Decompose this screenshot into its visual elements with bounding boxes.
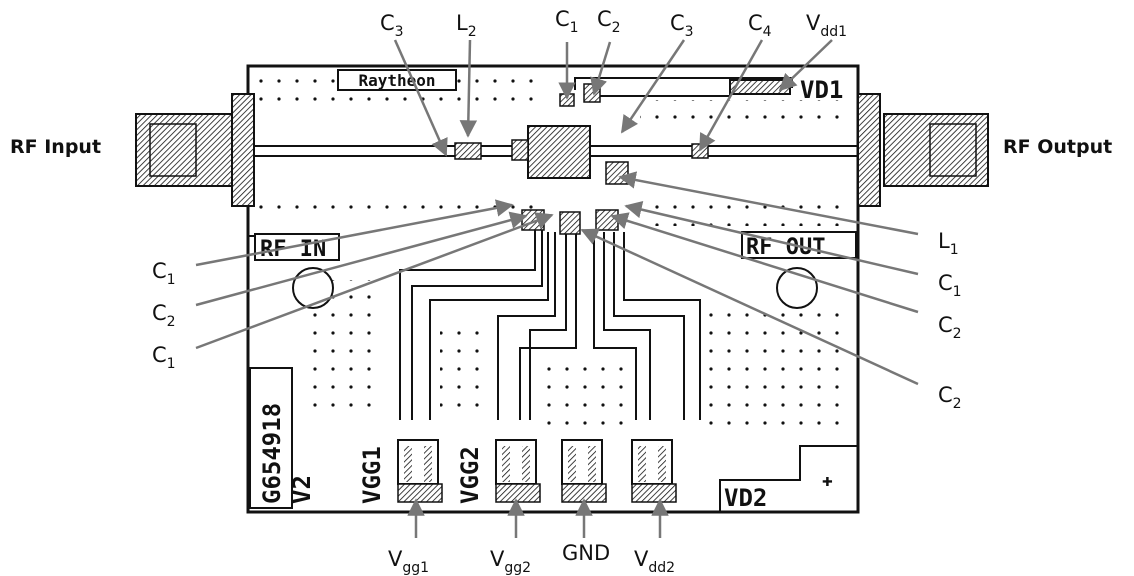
callout-bottom-vgg2: Vgg2 bbox=[490, 547, 531, 576]
part-number-box bbox=[249, 367, 293, 509]
capacitor-c2-bias bbox=[595, 209, 619, 231]
capacitor-c2-top bbox=[583, 83, 601, 103]
via-field bbox=[700, 300, 850, 430]
callout-bottom-gnd: GND bbox=[562, 541, 610, 565]
capacitor-c4 bbox=[691, 143, 709, 159]
silk-vgg1: VGG1 bbox=[358, 446, 386, 504]
pad-vdd2 bbox=[631, 439, 677, 503]
plus-icon: ✚ bbox=[822, 470, 833, 491]
mmic-chip bbox=[527, 125, 591, 179]
rf-input-connector bbox=[135, 93, 255, 207]
callout-bottom-vdd2: Vdd2 bbox=[634, 547, 675, 576]
inductor-l1 bbox=[605, 161, 629, 185]
rf-input-label: RF Input bbox=[10, 136, 102, 158]
via-field bbox=[540, 360, 630, 430]
callout-top-l2: L2 bbox=[456, 11, 477, 40]
pad-vgg1 bbox=[397, 439, 443, 503]
logo-box bbox=[337, 69, 457, 91]
mounting-hole bbox=[292, 267, 334, 309]
silk-vd2: VD2 bbox=[724, 484, 767, 512]
silk-rf-in: RF IN bbox=[260, 237, 326, 262]
pad-gnd bbox=[561, 439, 607, 503]
rf-output-label: RF Output bbox=[1003, 136, 1113, 158]
callout-right-l1: L1 bbox=[938, 229, 959, 258]
callout-left-c1: C1 bbox=[152, 259, 176, 288]
rf-line-in bbox=[254, 145, 530, 157]
callout-left-c2: C2 bbox=[152, 301, 176, 330]
callout-top-c4: C4 bbox=[748, 11, 772, 40]
bias-traces bbox=[399, 230, 701, 420]
logo-text: Raytheon bbox=[358, 71, 435, 90]
callout-bottom-vgg1: Vgg1 bbox=[388, 547, 429, 576]
callout-arrows bbox=[195, 39, 919, 538]
silk-part-number: G654918 bbox=[258, 403, 286, 504]
callout-left-c1: C1 bbox=[152, 343, 176, 372]
callout-top-c3: C3 bbox=[670, 11, 694, 40]
callout-top-c2: C2 bbox=[597, 7, 621, 36]
rf-output-connector bbox=[857, 93, 989, 207]
via-field bbox=[640, 100, 850, 128]
callout-top-c3: C3 bbox=[380, 11, 404, 40]
silk-vd1: VD1 bbox=[800, 76, 843, 104]
callout-top-c1: C1 bbox=[555, 7, 579, 36]
pad-vgg2 bbox=[495, 439, 541, 503]
callout-right-c2: C2 bbox=[938, 313, 962, 342]
silk-vgg2: VGG2 bbox=[456, 446, 484, 504]
rf-line-out bbox=[590, 145, 858, 157]
capacitor-c2-bias bbox=[559, 211, 581, 235]
callout-right-c2: C2 bbox=[938, 383, 962, 412]
capacitor-c3-in bbox=[511, 139, 529, 161]
via-field bbox=[440, 320, 490, 420]
inductor-l2 bbox=[454, 142, 482, 160]
vd2-outline bbox=[719, 445, 858, 512]
callout-right-c1: C1 bbox=[938, 271, 962, 300]
silk-part-version: V2 bbox=[288, 475, 316, 504]
callout-top-vdd1: Vdd1 bbox=[806, 11, 847, 40]
silk-rf-out: RF OUT bbox=[746, 235, 825, 260]
via-field bbox=[650, 200, 850, 226]
